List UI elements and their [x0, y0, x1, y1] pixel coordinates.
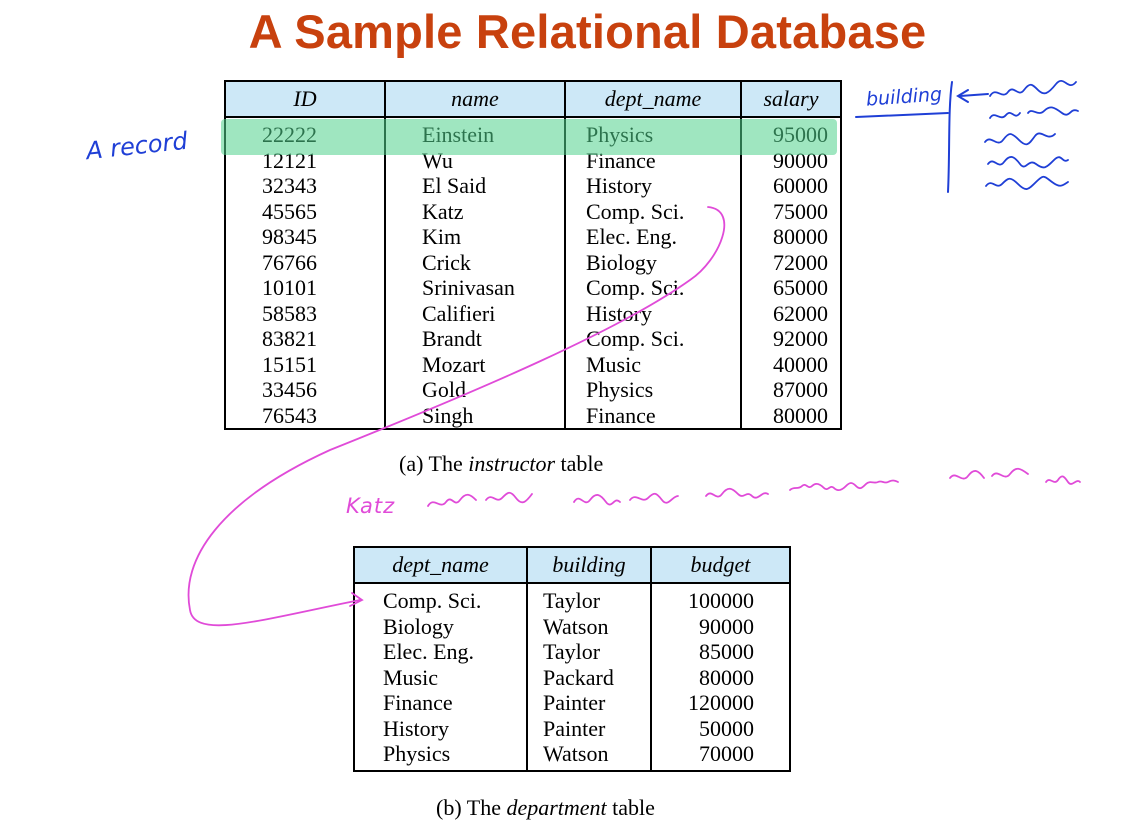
instructor-cell-salary: 80000 — [773, 402, 828, 428]
table-row: 76766 Crick Biology 72000 — [226, 250, 840, 276]
instructor-cell-dept-name: History — [586, 300, 652, 326]
department-header-building: building — [552, 552, 626, 577]
department-cell-building: Taylor — [543, 588, 601, 613]
instructor-caption: (a) The instructor table — [399, 451, 604, 476]
department-header-row: dept_name building budget — [355, 548, 789, 584]
department-cell-building: Painter — [543, 690, 606, 715]
instructor-cell-dept-name: Biology — [586, 249, 657, 275]
department-cell-building: Taylor — [543, 639, 601, 664]
instructor-cell-name: Singh — [422, 402, 474, 428]
department-cell-dept-name: Music — [383, 664, 438, 690]
instructor-cell-id: 33456 — [262, 377, 317, 402]
department-header-budget: budget — [690, 552, 751, 577]
table-row: Biology Watson 90000 — [355, 614, 789, 640]
department-cell-budget: 85000 — [699, 639, 754, 664]
department-cell-dept-name: Elec. Eng. — [383, 639, 475, 664]
instructor-cell-id: 10101 — [262, 275, 317, 300]
instructor-header-dept-name: dept_name — [604, 86, 702, 111]
instructor-cell-id: 98345 — [262, 224, 317, 249]
department-cell-dept-name: Biology — [383, 613, 454, 639]
department-cell-building: Packard — [543, 664, 614, 690]
table-row: Music Packard 80000 — [355, 665, 789, 691]
page-title: A Sample Relational Database — [248, 5, 927, 58]
table-row: Finance Painter 120000 — [355, 690, 789, 716]
instructor-cell-salary: 87000 — [773, 377, 828, 402]
table-row: 98345 Kim Elec. Eng. 80000 — [226, 224, 840, 250]
instructor-cell-salary: 62000 — [773, 300, 828, 326]
department-cell-budget: 80000 — [699, 664, 754, 690]
instructor-cell-id: 15151 — [262, 351, 317, 377]
instructor-header-id: ID — [293, 86, 317, 111]
instructor-cell-id: 83821 — [262, 326, 317, 351]
table-row: 58583 Califieri History 62000 — [226, 301, 840, 327]
instructor-cell-name: Brandt — [422, 326, 482, 351]
instructor-cell-name: Mozart — [422, 351, 486, 377]
department-cell-budget: 120000 — [688, 690, 754, 715]
instructor-cell-salary: 80000 — [773, 224, 828, 249]
instructor-cell-name: Califieri — [422, 300, 496, 326]
instructor-cell-id: 45565 — [262, 198, 317, 224]
instructor-cell-salary: 65000 — [773, 275, 828, 300]
department-cell-budget: 50000 — [699, 715, 754, 741]
instructor-cell-salary: 92000 — [773, 326, 828, 351]
department-header-dept-name: dept_name — [392, 552, 489, 577]
department-caption: (b) The department table — [436, 795, 655, 820]
instructor-cell-dept-name: Finance — [586, 402, 656, 428]
instructor-cell-name: Katz — [422, 198, 464, 224]
table-row: Comp. Sci. Taylor 100000 — [355, 588, 789, 614]
department-cell-dept-name: Physics — [383, 741, 451, 766]
table-row: 10101 Srinivasan Comp. Sci. 65000 — [226, 275, 840, 301]
department-cell-dept-name: History — [383, 715, 449, 741]
record-highlight — [221, 119, 837, 155]
table-row: 15151 Mozart Music 40000 — [226, 352, 840, 378]
instructor-cell-salary: 40000 — [773, 351, 828, 377]
instructor-cell-dept-name: Comp. Sci. — [586, 198, 685, 224]
department-cell-building: Watson — [543, 741, 609, 766]
department-table: dept_name building budget Comp. Sci. Tayl… — [353, 546, 791, 772]
katz-note: Katz — [346, 494, 396, 518]
instructor-cell-dept-name: Music — [586, 351, 641, 377]
department-cell-budget: 90000 — [699, 613, 754, 639]
department-cell-budget: 70000 — [699, 741, 754, 766]
instructor-header-row: ID name dept_name salary — [226, 82, 840, 118]
department-cell-dept-name: Comp. Sci. — [383, 588, 482, 613]
instructor-cell-id: 76766 — [262, 249, 317, 275]
instructor-cell-name: El Said — [422, 173, 487, 198]
instructor-cell-salary: 72000 — [773, 249, 828, 275]
instructor-cell-name: Srinivasan — [422, 275, 515, 300]
instructor-cell-id: 76543 — [262, 402, 317, 428]
instructor-cell-name: Crick — [422, 249, 471, 275]
table-row: Physics Watson 70000 — [355, 741, 789, 767]
department-cell-budget: 100000 — [688, 588, 754, 613]
instructor-cell-name: Kim — [422, 224, 462, 249]
department-cell-building: Watson — [543, 613, 609, 639]
instructor-cell-salary: 75000 — [773, 198, 828, 224]
instructor-cell-id: 32343 — [262, 173, 317, 198]
instructor-cell-id: 58583 — [262, 300, 317, 326]
table-row: Elec. Eng. Taylor 85000 — [355, 639, 789, 665]
instructor-cell-dept-name: Physics — [586, 377, 654, 402]
table-row: History Painter 50000 — [355, 716, 789, 742]
instructor-cell-dept-name: Comp. Sci. — [586, 275, 685, 300]
table-row: 45565 Katz Comp. Sci. 75000 — [226, 199, 840, 225]
department-cell-dept-name: Finance — [383, 690, 453, 715]
instructor-cell-dept-name: Elec. Eng. — [586, 224, 678, 249]
instructor-cell-dept-name: History — [586, 173, 652, 198]
table-row: 76543 Singh Finance 80000 — [226, 403, 840, 429]
table-row: 32343 El Said History 60000 — [226, 173, 840, 199]
instructor-header-salary: salary — [763, 86, 819, 111]
instructor-cell-salary: 60000 — [773, 173, 828, 198]
department-cell-building: Painter — [543, 715, 606, 741]
instructor-header-name: name — [451, 86, 499, 111]
